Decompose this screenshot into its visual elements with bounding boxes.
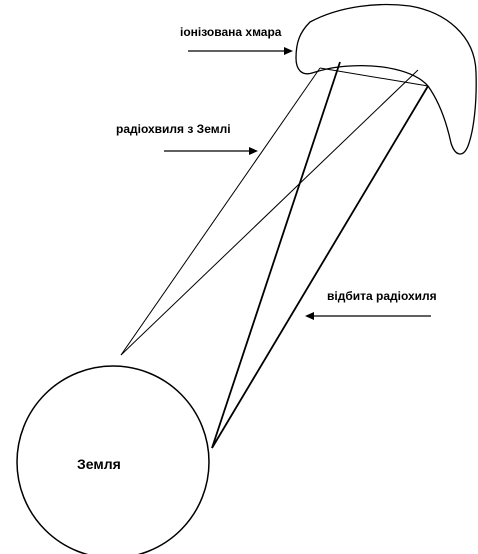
label-reflected-wave: відбита радіохиля bbox=[327, 289, 437, 303]
wave-line-outer-down bbox=[212, 86, 428, 448]
label-earth: Земля bbox=[77, 456, 121, 472]
arrows bbox=[164, 47, 431, 320]
label-ionized-cloud: іонізована хмара bbox=[180, 25, 282, 39]
label-wave-from-earth: радіохвиля з Землі bbox=[116, 122, 231, 136]
arrow-reflected-head bbox=[305, 312, 314, 320]
arrow-wave-head bbox=[249, 147, 258, 155]
wave-line-cross-up bbox=[121, 70, 418, 355]
wave-line-cross-down bbox=[212, 62, 340, 448]
arrow-cloud-head bbox=[284, 47, 293, 55]
